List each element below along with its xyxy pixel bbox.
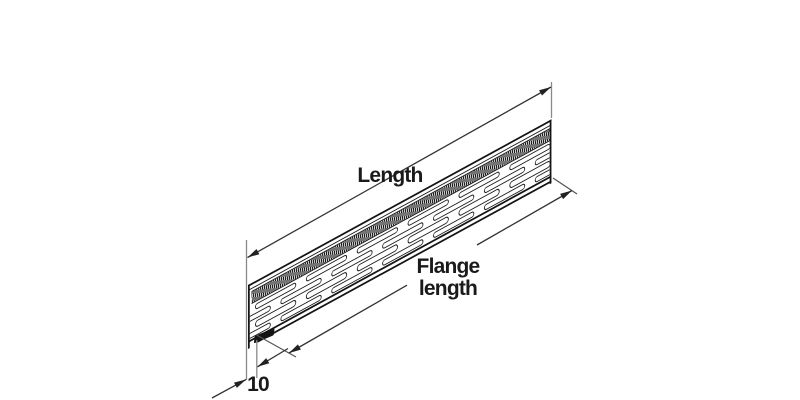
length-dimension-line bbox=[247, 86, 552, 259]
extension-line-flange-left bbox=[256, 334, 297, 358]
flange-length-label-line2: length bbox=[418, 276, 478, 300]
flange-length-dimension-line-right bbox=[476, 189, 573, 246]
arrowhead-inset-right-icon bbox=[257, 358, 270, 367]
length-label: Length bbox=[357, 164, 423, 187]
arrowhead-length-right-icon bbox=[539, 87, 551, 96]
arrowhead-flange-right-icon bbox=[560, 190, 572, 200]
flange-length-label: Flange length bbox=[406, 256, 490, 299]
arrowhead-flange-left-icon bbox=[289, 344, 301, 353]
arrowhead-length-left-icon bbox=[247, 249, 260, 258]
flange-inset-label: 10 bbox=[247, 373, 270, 396]
arrowhead-inset-left-icon bbox=[234, 379, 246, 388]
flange-length-label-line1: Flange bbox=[416, 255, 481, 278]
extension-line-flange-right bbox=[552, 177, 578, 195]
flange-length-dimension-line-left bbox=[288, 284, 408, 354]
